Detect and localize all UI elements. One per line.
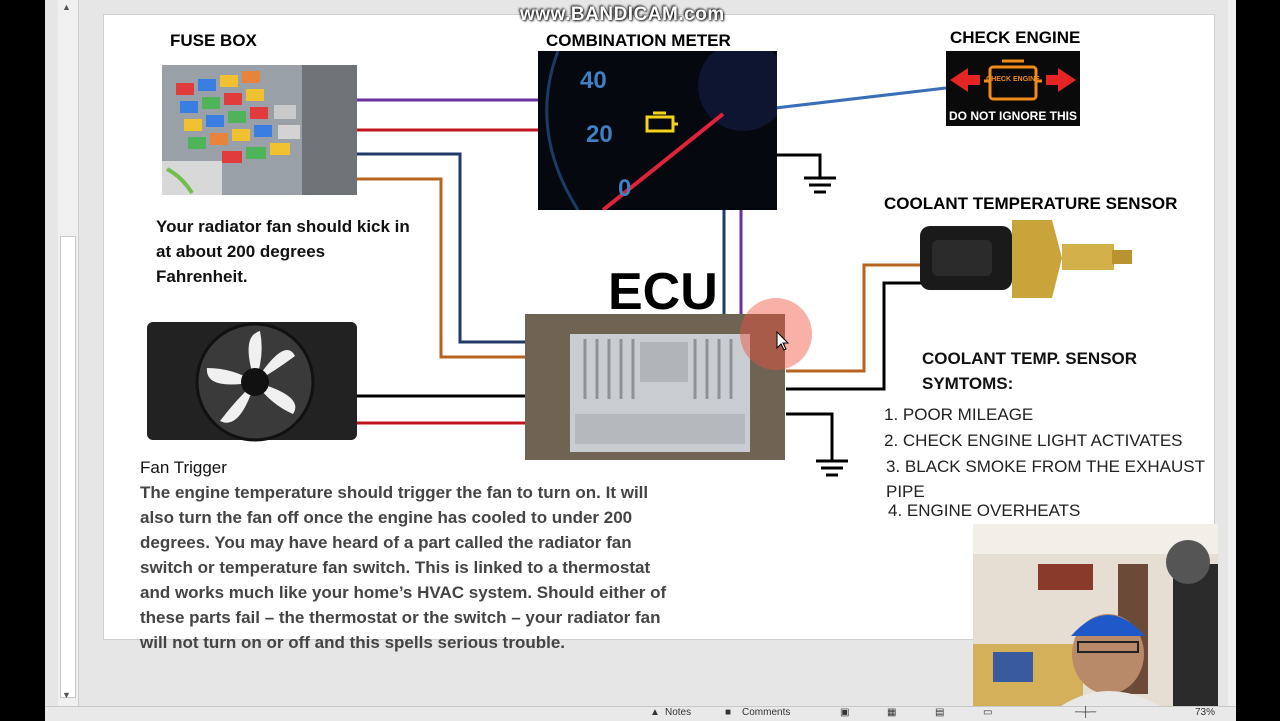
scroll-down-icon[interactable]: ▼ <box>62 690 71 700</box>
fuse-box-label: FUSE BOX <box>170 31 257 50</box>
zoom-slider[interactable]: ─┼─ <box>1075 707 1097 718</box>
check-engine-icon <box>984 59 1042 101</box>
ecu-image <box>525 314 785 460</box>
cursor-highlight <box>740 298 812 370</box>
combination-meter-label: COMBINATION METER <box>546 31 731 50</box>
fan-trigger-body: The engine temperature should trigger th… <box>140 483 667 652</box>
normal-view-icon[interactable]: ▣ <box>840 707 850 718</box>
fuse-box-icon <box>162 65 357 195</box>
reading-view-icon[interactable]: ▤ <box>935 707 945 718</box>
fuse-box-image <box>162 65 357 195</box>
fan-trigger-title: Fan Trigger <box>140 458 227 477</box>
scrollbar-thumb[interactable] <box>60 236 76 698</box>
check-engine-image: CHECK ENGINE DO NOT IGNORE THIS <box>946 51 1080 126</box>
meter-number-0: 0 <box>618 175 632 202</box>
zoom-level[interactable]: 73% <box>1195 707 1216 718</box>
symptom-item: 4. ENGINE OVERHEATS <box>888 501 1081 520</box>
ecu-label: ECU <box>608 263 718 321</box>
meter-number-40: 40 <box>580 67 607 94</box>
meter-number-20: 20 <box>586 121 613 148</box>
slideshow-icon[interactable]: ▭ <box>983 707 993 718</box>
coolant-sensor-label: COOLANT TEMPERATURE SENSOR <box>884 194 1178 213</box>
symptom-item: 2. CHECK ENGINE LIGHT ACTIVATES <box>884 431 1183 450</box>
status-bar: ▲ Notes ■ Comments ▣ ▦ ▤ ▭ ─┼─ 73% <box>45 706 1236 721</box>
red-arrow-right-icon <box>950 68 980 92</box>
comments-icon[interactable]: ■ <box>725 707 732 718</box>
symptom-item: 3. BLACK SMOKE FROM THE EXHAUST PIPE <box>886 457 1205 501</box>
symptom-item: 1. POOR MILEAGE <box>884 405 1034 424</box>
notes-button[interactable]: Notes <box>665 707 692 718</box>
bandicam-watermark: www.BANDICAM.com <box>520 4 725 25</box>
symptoms-title: COOLANT TEMP. SENSOR SYMTOMS: <box>922 349 1138 393</box>
slide-sorter-icon[interactable]: ▦ <box>887 707 897 718</box>
check-engine-label: CHECK ENGINE <box>950 28 1081 47</box>
combination-meter-image: 40 20 0 <box>538 51 777 210</box>
radiator-fan-image <box>145 316 370 448</box>
scroll-up-icon[interactable]: ▲ <box>62 2 71 12</box>
vertical-scrollbar[interactable] <box>1228 0 1236 706</box>
engine-warning-icon <box>645 111 678 133</box>
meter-needle <box>601 112 725 210</box>
comments-button[interactable]: Comments <box>742 707 791 718</box>
radiator-note: Your radiator fan should kick in at abou… <box>156 217 410 286</box>
red-arrow-left-icon <box>1046 68 1076 92</box>
webcam-overlay <box>973 524 1218 708</box>
notes-icon[interactable]: ▲ <box>650 707 660 718</box>
coolant-sensor-image <box>912 214 1134 304</box>
check-engine-warning-text: DO NOT IGNORE THIS <box>948 109 1077 123</box>
thumbnail-pane-scrollbar[interactable]: ▲ ▼ <box>58 0 79 706</box>
svg-text:CHECK ENGINE: CHECK ENGINE <box>986 76 1040 83</box>
mouse-pointer-icon <box>776 331 790 351</box>
